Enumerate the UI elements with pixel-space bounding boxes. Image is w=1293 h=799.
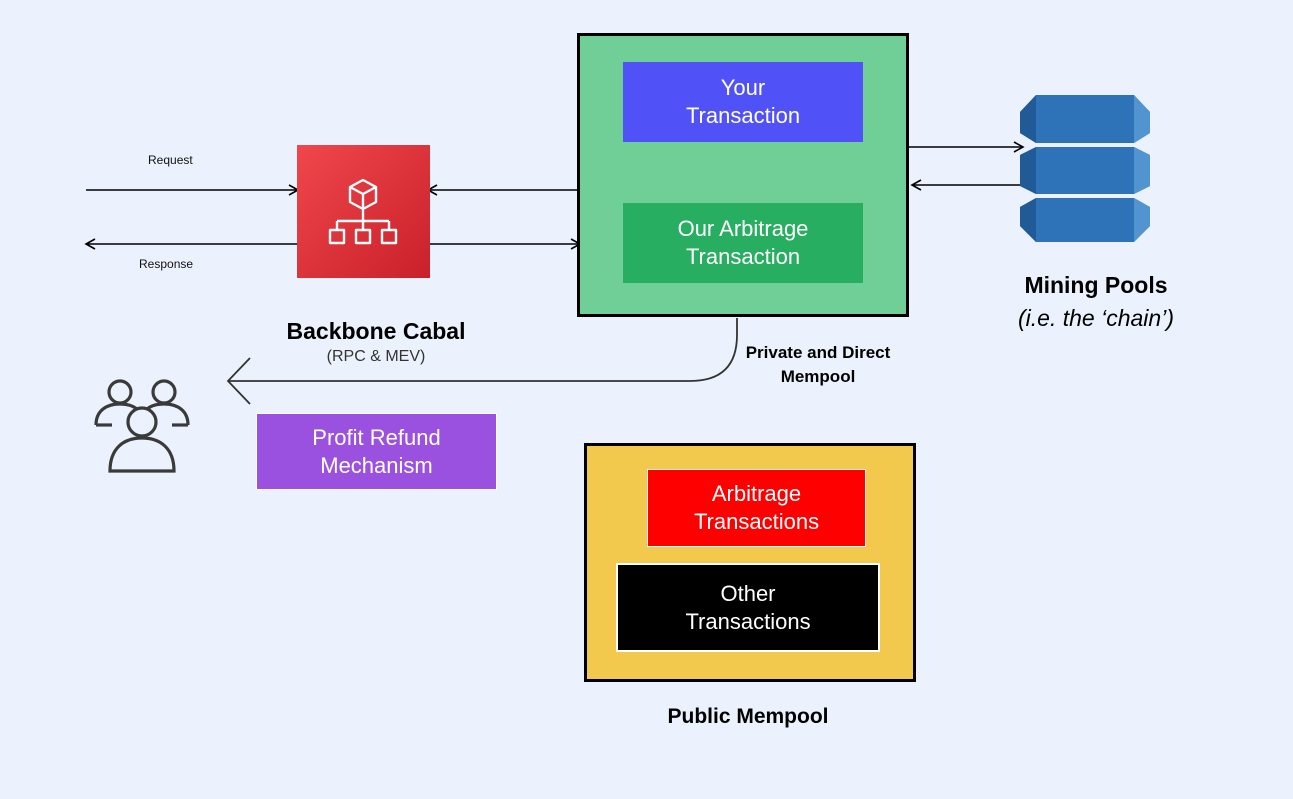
refund-arrow-head bbox=[226, 357, 251, 405]
response-label: Response bbox=[139, 257, 194, 271]
profit-refund-mechanism-box: Profit Refund Mechanism bbox=[256, 413, 497, 490]
refund-arrow bbox=[228, 318, 738, 382]
our-arbitrage-transaction-box: Our Arbitrage Transaction bbox=[623, 203, 863, 283]
public-mempool-title: Public Mempool bbox=[667, 705, 829, 728]
mining-pools-subtitle: (i.e. the ‘chain’) bbox=[1018, 305, 1174, 331]
request-label: Request bbox=[148, 153, 193, 167]
other-transactions-box: Other Transactions bbox=[616, 563, 880, 652]
mining-pools-title: Mining Pools bbox=[1024, 272, 1168, 298]
users-icon bbox=[94, 379, 190, 473]
backbone-cabal-node bbox=[297, 145, 430, 278]
private-mempool-label: Private and Direct Mempool bbox=[745, 343, 891, 386]
arbitrage-transactions-box: Arbitrage Transactions bbox=[647, 469, 866, 547]
backbone-subtitle: (RPC & MEV) bbox=[326, 348, 426, 365]
your-transaction-box: Your Transaction bbox=[623, 62, 863, 142]
backbone-title: Backbone Cabal bbox=[286, 318, 466, 344]
database-icon bbox=[1020, 95, 1150, 242]
network-hierarchy-icon bbox=[328, 178, 398, 245]
